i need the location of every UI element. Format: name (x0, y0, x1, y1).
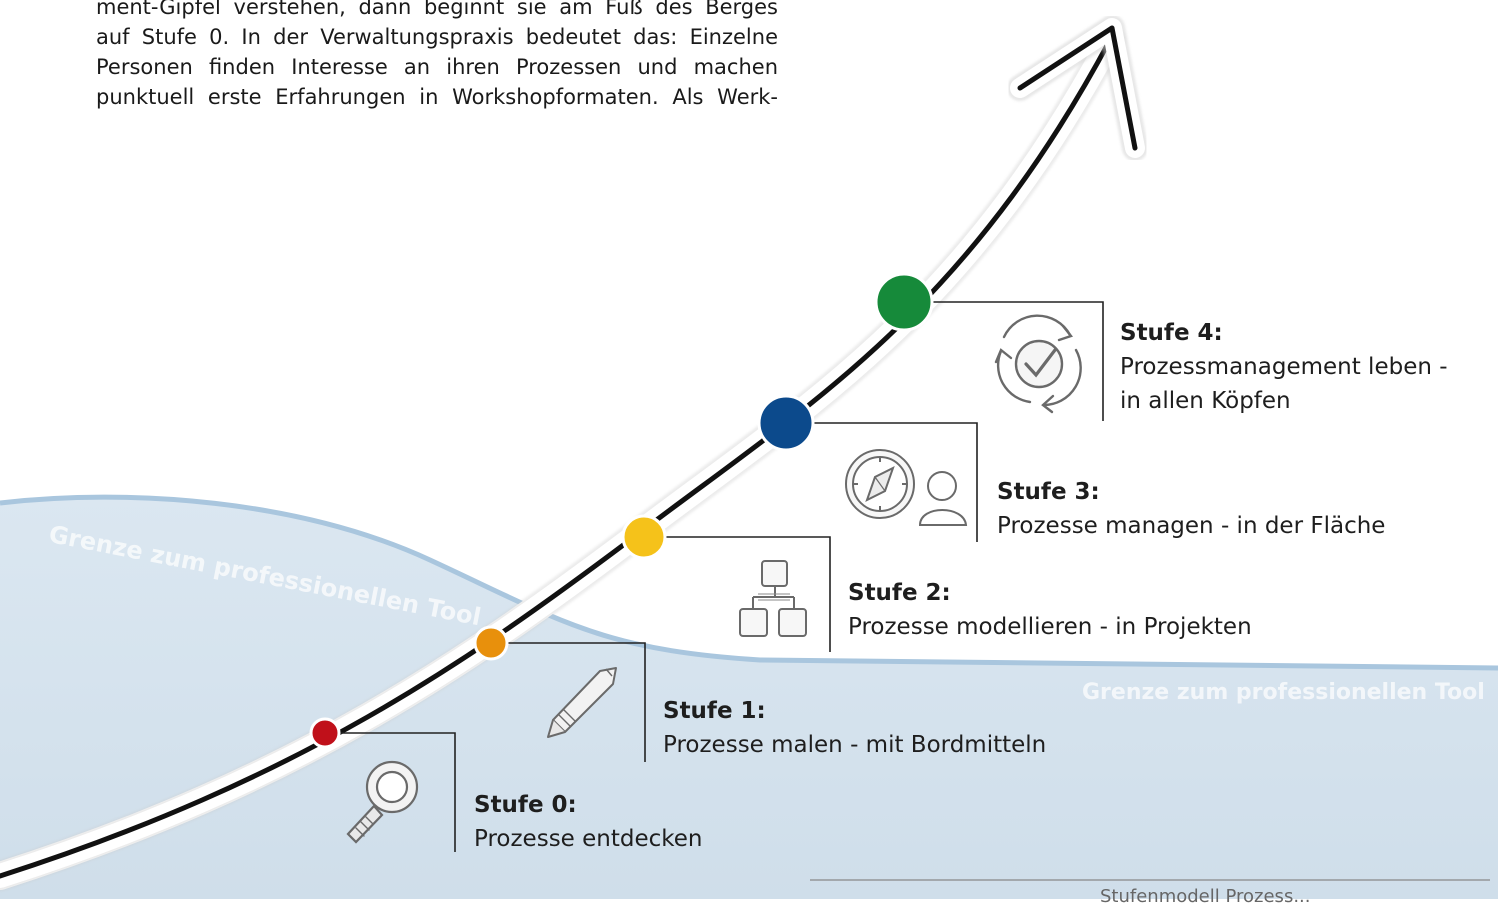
pencil-icon (547, 667, 617, 738)
flowchart-icon (739, 560, 807, 637)
connector-stage-4 (904, 301, 1104, 421)
stage-title: Stufe 2: (848, 580, 951, 606)
stage-label-0: Stufe 0: Prozesse entdecken (474, 788, 703, 856)
stage-title: Stufe 1: (663, 698, 766, 724)
stage-connectors (325, 301, 1104, 852)
connector-stage-2 (644, 536, 831, 652)
intro-line: Personen finden Interesse an ihren Proze… (96, 55, 778, 79)
connector-stage-3 (786, 422, 978, 542)
stage-label-4: Stufe 4: Prozessmanagement leben - in al… (1120, 316, 1448, 418)
stage-dot-3 (757, 394, 815, 452)
stage-title: Stufe 4: (1120, 320, 1223, 346)
stage-label-1: Stufe 1: Prozesse malen - mit Bordmittel… (663, 694, 1046, 762)
magnifier-icon (346, 760, 419, 844)
stage-description-line: Prozessmanagement leben - (1120, 354, 1448, 380)
stage-dot-4 (874, 272, 934, 332)
stage-description: Prozesse modellieren - in Projekten (848, 614, 1252, 640)
intro-line: punktuell erste Erfahrungen in Workshopf… (96, 85, 778, 109)
intro-line: auf Stufe 0. In der Verwaltungspraxis be… (96, 25, 778, 49)
cycle-check-icon (994, 314, 1082, 414)
connector-stage-0 (325, 732, 456, 852)
stage-description: Prozesse managen - in der Fläche (997, 513, 1386, 539)
stage-description: Prozesse entdecken (474, 826, 703, 852)
stage-dot-2 (621, 514, 667, 560)
intro-line: ment-Gipfel verstehen, dann beginnt sie … (96, 0, 778, 19)
intro-text: ment-Gipfel verstehen, dann beginnt sie … (96, 0, 778, 112)
stage-dot-1 (473, 625, 509, 661)
tool-boundary-edge (0, 494, 1498, 671)
stage-title: Stufe 0: (474, 792, 577, 818)
arrow-head (1007, 15, 1148, 161)
stage-label-2: Stufe 2: Prozesse modellieren - in Proje… (848, 576, 1252, 644)
stage-label-3: Stufe 3: Prozesse managen - in der Fläch… (997, 475, 1385, 543)
compass-person-icon (845, 449, 968, 526)
stage-dot-0 (309, 717, 341, 749)
stage-title: Stufe 3: (997, 479, 1100, 505)
figure-caption: Stufenmodell Prozess... (1100, 886, 1311, 907)
boundary-label-right: Grenze zum professionellen Tool (1082, 680, 1485, 705)
connector-stage-1 (491, 642, 646, 762)
stage-dots (309, 272, 934, 749)
stage-description-line: in allen Köpfen (1120, 388, 1291, 414)
stage-description: Prozesse malen - mit Bordmitteln (663, 732, 1047, 758)
